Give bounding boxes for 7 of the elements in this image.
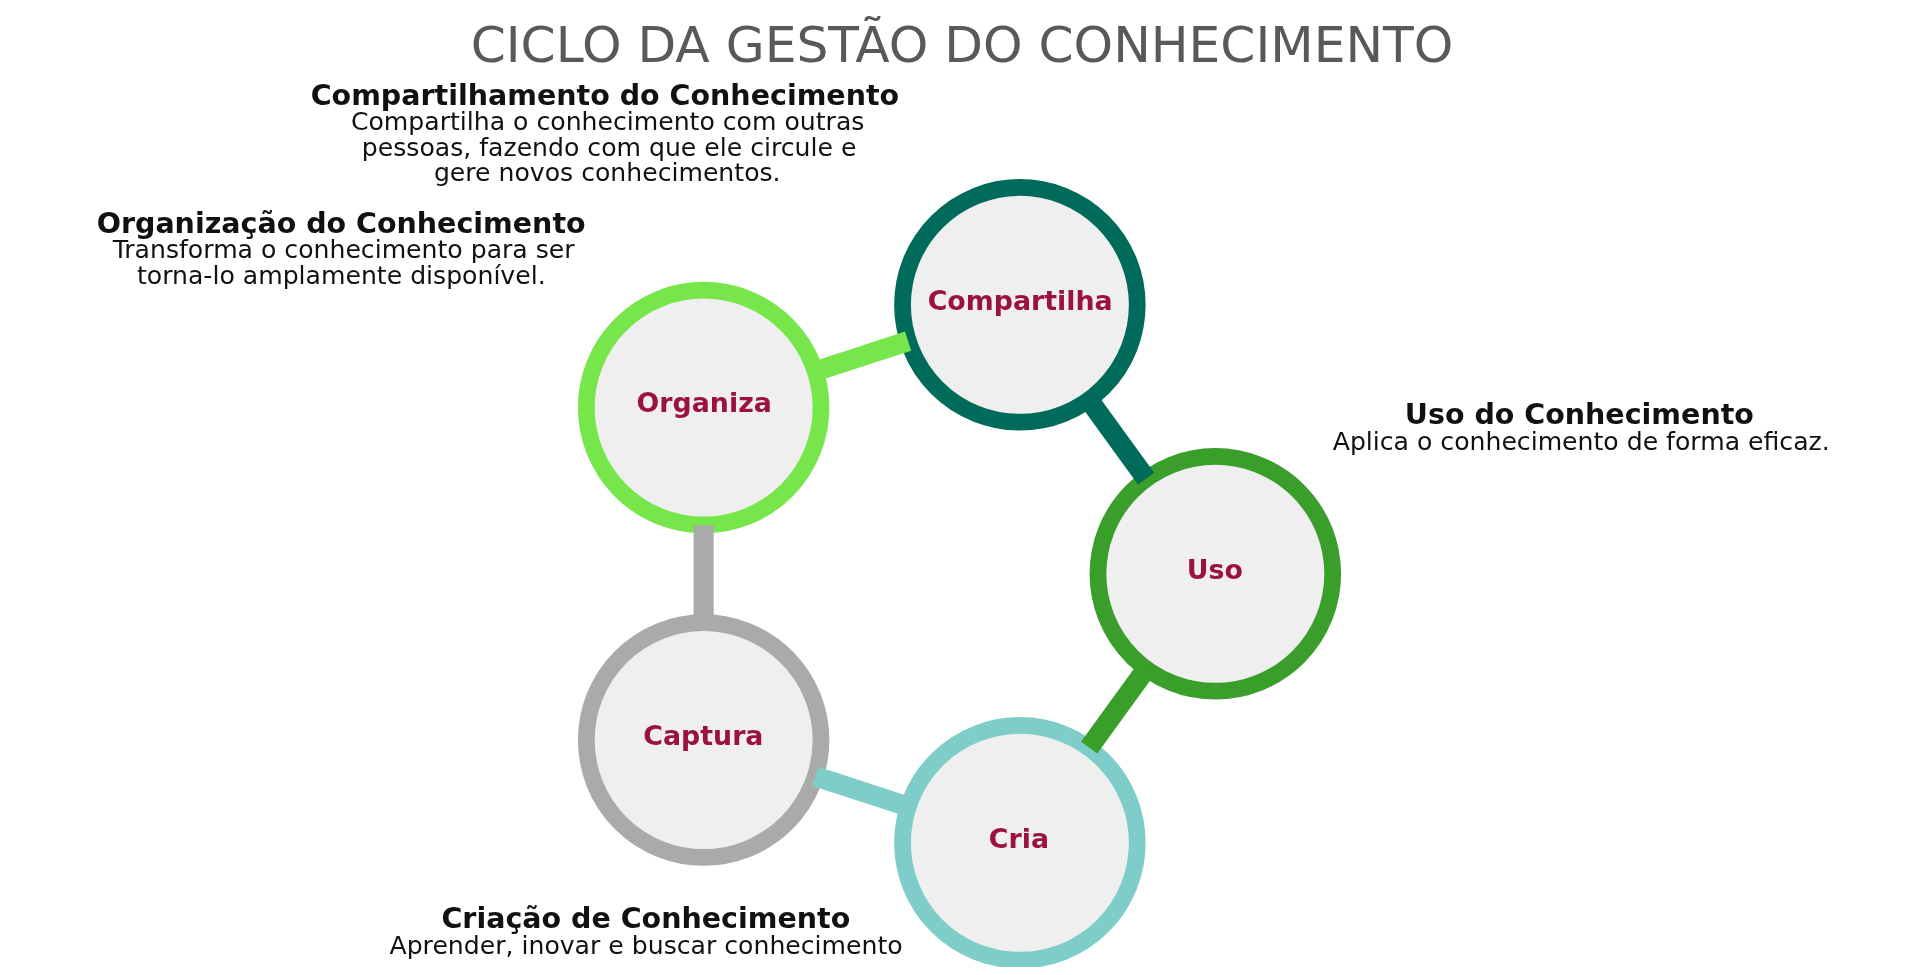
node-circle: Compartilha [893,179,1146,431]
node-circle: Organiza [577,281,829,534]
node-label: Organização do Conhecimento [96,206,586,240]
node-label: Criação de Conhecimento [440,901,850,935]
node-circle: Captura [577,614,829,866]
diagram-title: CICLO DA GESTÃO DO CONHECIMENTO [470,14,1453,74]
node-label: Compartilhamento do Conhecimento [310,78,899,112]
